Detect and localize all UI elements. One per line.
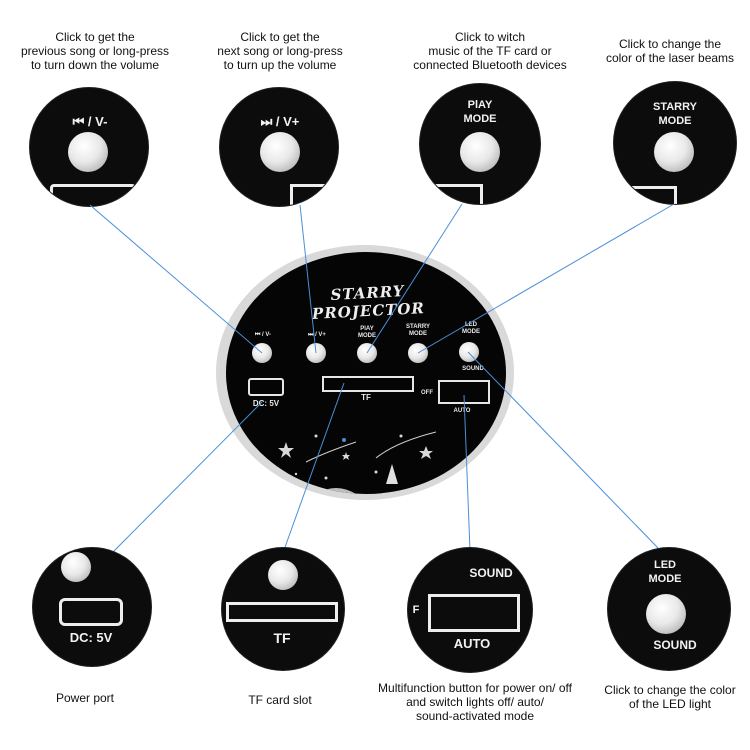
- power-port-nearby-button: [61, 552, 91, 582]
- leader-line-led: [467, 351, 659, 549]
- meteor-trail: [305, 441, 357, 463]
- panel-tf-label: TF: [361, 393, 371, 402]
- power-port-label: DC: 5V: [69, 630, 113, 645]
- panel-dc-port[interactable]: [248, 378, 284, 396]
- next-volume-up-label: ⏭ / V+: [260, 114, 300, 129]
- panel-prev-label: ⏮ / V-: [254, 332, 272, 338]
- multi-sound-label: SOUND: [469, 566, 513, 580]
- zoom-power-port: DC: 5V: [33, 548, 151, 666]
- tf-card-slot[interactable]: [226, 602, 338, 622]
- power-port[interactable]: [59, 598, 123, 626]
- starry-mode-button[interactable]: [654, 132, 694, 172]
- tf-nearby-button: [268, 560, 298, 590]
- meteor-trail: [375, 431, 437, 459]
- led-sound-label: SOUND: [653, 638, 697, 652]
- switch-edge: [614, 186, 677, 204]
- prev-button[interactable]: [68, 132, 108, 172]
- leader-line-next: [299, 204, 317, 354]
- play-mode-button[interactable]: [460, 132, 500, 172]
- zoom-prev-button: ⏮ / V-: [30, 88, 148, 206]
- zoom-next-button: ⏭ / V+: [220, 88, 338, 206]
- leader-line-play: [366, 203, 463, 354]
- panel-off-label: OFF: [421, 390, 433, 396]
- zoom-tf-slot: TF: [222, 548, 344, 670]
- prev-volume-down-label: ⏮ / V-: [72, 114, 108, 129]
- leader-line-multi: [463, 394, 471, 552]
- tf-slot-label: TF: [273, 630, 291, 646]
- led-mode-button[interactable]: [646, 594, 686, 634]
- star-icon: [454, 466, 462, 474]
- multifunction-switch[interactable]: [428, 594, 520, 632]
- slot-edge: [290, 184, 338, 206]
- next-button[interactable]: [260, 132, 300, 172]
- star-icon: [278, 442, 294, 458]
- slot-edge: [420, 184, 483, 204]
- panel-dc-label: DC: 5V: [252, 399, 280, 408]
- rocket-icon: [386, 464, 398, 484]
- planet-icon: [316, 488, 356, 494]
- zoom-multifunction-switch: SOUND F AUTO: [408, 548, 532, 672]
- panel-auto-label: AUTO: [453, 408, 471, 414]
- caption-tf-slot: TF card slot: [248, 693, 312, 707]
- caption-power-port: Power port: [55, 691, 115, 705]
- leader-line-starry: [417, 203, 675, 354]
- leader-line-power: [111, 401, 263, 554]
- star-icon: [342, 452, 350, 460]
- leader-line-tf: [283, 382, 345, 551]
- panel-next-label: ⏭ / V+: [308, 332, 326, 338]
- panel-sound-label: SOUND: [462, 366, 484, 372]
- leader-line-prev: [89, 204, 263, 354]
- panel-tf-slot[interactable]: [322, 376, 414, 392]
- multi-auto-label: AUTO: [453, 636, 491, 651]
- panel-led-mode-button[interactable]: [459, 342, 479, 362]
- usb-port-edge: [50, 184, 136, 203]
- panel-space-artwork: [264, 431, 478, 494]
- multi-off-label: F: [412, 604, 420, 616]
- star-icon: [419, 446, 433, 459]
